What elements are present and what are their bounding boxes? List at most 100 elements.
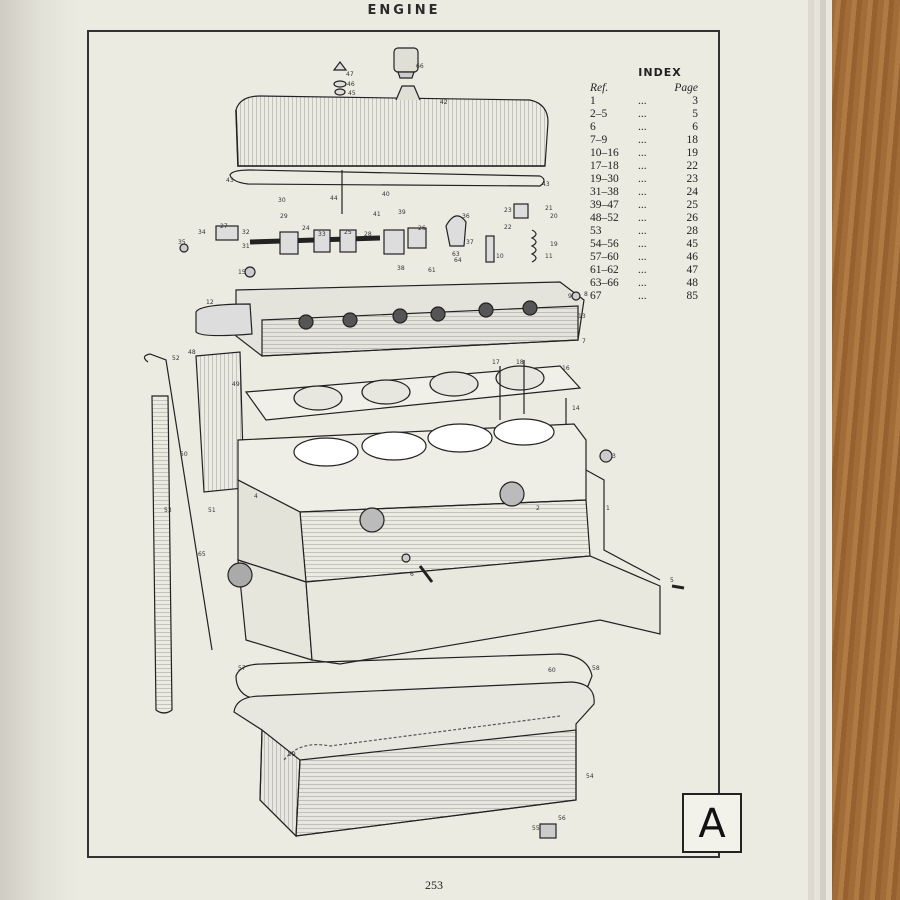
index-row: 19–30...23: [590, 173, 720, 186]
callout-13: 13: [578, 313, 586, 320]
index-page: 25: [686, 199, 699, 211]
index-page: 24: [686, 186, 699, 198]
index-page: 23: [686, 173, 699, 185]
index-dots: ...: [638, 95, 647, 107]
index-ref: 53: [590, 225, 602, 237]
index-dots: ...: [638, 251, 647, 263]
index-page: 48: [686, 277, 699, 289]
callout-43-right: 43: [542, 181, 550, 188]
index-ref: 10–16: [590, 147, 619, 159]
rocker-shaft-assembly: [215, 203, 537, 263]
page-gutter: [0, 0, 80, 900]
rocker-cover-gasket: [229, 169, 545, 187]
index-row: 48–52...26: [590, 212, 720, 225]
callout-24: 24: [302, 225, 310, 232]
callout-44: 44: [330, 195, 338, 202]
side-cover: [195, 351, 245, 493]
callout-54: 54: [586, 773, 594, 780]
index-dots: ...: [638, 147, 647, 159]
index-row: 54–56...45: [590, 238, 720, 251]
index-header-row: Ref. Page: [590, 82, 720, 95]
callout-47: 47: [346, 71, 354, 78]
callout-16: 16: [562, 365, 570, 372]
index-ref: 17–18: [590, 160, 619, 172]
callout-22: 22: [504, 224, 512, 231]
callout-37: 37: [466, 239, 474, 246]
index-row: 10–16... 19: [590, 147, 720, 160]
index-row: 53...28: [590, 225, 720, 238]
index-dots: ...: [638, 173, 647, 185]
callout-57: 57: [238, 665, 246, 672]
head-gasket: [244, 365, 582, 421]
callout-61: 61: [428, 267, 436, 274]
dipstick-tube: [151, 395, 173, 714]
callout-26: 26: [418, 225, 426, 232]
section-letter-box: A: [682, 793, 742, 853]
index-dots: ...: [638, 225, 647, 237]
callout-39: 39: [398, 209, 406, 216]
index-ref: 54–56: [590, 238, 619, 250]
index-row: 63–66... 48: [590, 277, 720, 290]
callout-43-left: 43: [226, 177, 234, 184]
index-dots: ...: [638, 186, 647, 198]
index-row: 6...6: [590, 121, 720, 134]
index-dots: ...: [638, 277, 647, 289]
index-dots: ...: [638, 199, 647, 211]
callout-23: 23: [504, 207, 512, 214]
index-dots: ...: [638, 238, 647, 250]
callout-58: 58: [592, 665, 600, 672]
callout-5: 5: [670, 577, 674, 584]
callout-4: 4: [254, 493, 258, 500]
callout-65: 65: [198, 551, 206, 558]
callout-48: 48: [188, 349, 196, 356]
index-row: 2–5... 5: [590, 108, 720, 121]
index-row: 31–38... 24: [590, 186, 720, 199]
diagram-frame: [87, 30, 720, 858]
callout-40: 40: [382, 191, 390, 198]
sump-gasket: [235, 653, 593, 701]
callout-14: 14: [572, 405, 580, 412]
page-number: 253: [425, 878, 443, 892]
callout-35: 35: [178, 239, 186, 246]
index-page: 3: [692, 95, 698, 107]
index-page: 47: [686, 264, 699, 276]
callout-66: 66: [416, 63, 424, 70]
nut-part: [332, 61, 348, 71]
drain-plug: [539, 823, 557, 839]
cylinder-block: [227, 418, 661, 665]
callout-42: 42: [440, 99, 448, 106]
index-page: 26: [686, 212, 699, 224]
callout-55: 55: [532, 825, 540, 832]
index-dots: ...: [638, 108, 647, 120]
callout-36: 36: [462, 213, 470, 220]
callout-53: 53: [164, 507, 172, 514]
index-page: 5: [692, 108, 698, 120]
callout-34: 34: [198, 229, 206, 236]
index-ref: 63–66: [590, 277, 619, 289]
index-ref: 67: [590, 290, 602, 302]
callout-30: 30: [278, 197, 286, 204]
index-row: 61–62...47: [590, 264, 720, 277]
index-row: 57–60...46: [590, 251, 720, 264]
index-page: 19: [686, 147, 699, 159]
index-row: 39–47... 25: [590, 199, 720, 212]
index-page: 6: [692, 121, 698, 133]
index-ref: 39–47: [590, 199, 619, 211]
callout-11: 11: [545, 253, 553, 260]
rocker-cover: [235, 85, 549, 167]
callout-32: 32: [242, 229, 250, 236]
index-col-ref: Ref.: [590, 82, 609, 94]
dipstick: [143, 353, 213, 651]
oil-filler-cap: [393, 47, 419, 79]
index-ref: 7–9: [590, 134, 608, 146]
index-page: 18: [686, 134, 699, 146]
index-ref: 2–5: [590, 108, 608, 120]
index-ref: 31–38: [590, 186, 619, 198]
index-ref: 48–52: [590, 212, 619, 224]
callout-59: 59: [288, 751, 296, 758]
index-row: 1...3: [590, 95, 720, 108]
callout-17: 17: [492, 359, 500, 366]
index-row: 17–18...22: [590, 160, 720, 173]
callout-12: 12: [206, 299, 214, 306]
